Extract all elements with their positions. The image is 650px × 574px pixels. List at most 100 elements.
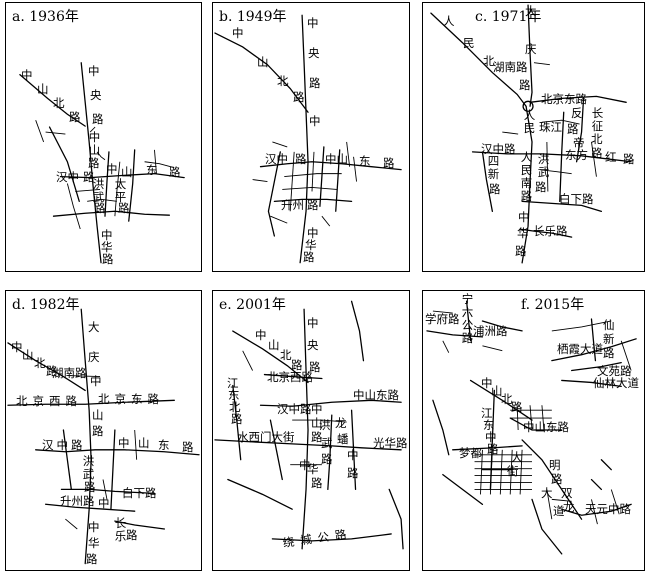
road-label: 洪武 bbox=[92, 177, 105, 204]
road-label: 山 bbox=[138, 436, 150, 450]
road-label: 山 bbox=[92, 408, 104, 422]
road-label: 北京东路 bbox=[98, 392, 164, 406]
road-label: 珠江 bbox=[539, 120, 562, 134]
road-label: 东 bbox=[359, 154, 371, 168]
map-panel-2015: f. 2015年 宁六公路 学府路 浦洲路 仙 新 路 栖霞大道 文苑路 仙林大… bbox=[422, 290, 645, 571]
road-label: 中 bbox=[347, 448, 359, 462]
road-label: 路 bbox=[489, 182, 501, 196]
road-label: 学府路 bbox=[425, 312, 460, 326]
road-label: 道 bbox=[553, 504, 565, 518]
road-label: 升州 bbox=[281, 198, 304, 212]
road-label: 中 bbox=[98, 496, 110, 510]
road-label: 文苑路 bbox=[597, 364, 632, 378]
road-label: 路 bbox=[347, 466, 359, 480]
road-network-1936 bbox=[19, 62, 185, 264]
road-label: 北 bbox=[34, 356, 46, 370]
road-label: 中 bbox=[485, 430, 497, 444]
road-label: 中 bbox=[311, 402, 323, 416]
road-label: 山 bbox=[268, 338, 280, 352]
road-label: 人民南路 bbox=[520, 150, 533, 203]
road-label: 中 bbox=[88, 520, 100, 534]
panel-title: e. 2001年 bbox=[219, 297, 286, 313]
road-label: 山 bbox=[121, 165, 133, 179]
road-label: 东 bbox=[158, 438, 170, 452]
road-label: 东 bbox=[483, 418, 495, 432]
road-label: 北 bbox=[591, 132, 603, 146]
road-label: 路 bbox=[309, 76, 321, 90]
road-label: 武 bbox=[321, 436, 333, 450]
road-label: 路 bbox=[46, 364, 58, 378]
panel-title: a. 1936年 bbox=[12, 9, 79, 25]
panel-title: b. 1949年 bbox=[219, 9, 287, 25]
road-label: 中山东路 bbox=[523, 420, 569, 434]
road-label: 华 bbox=[101, 240, 113, 254]
panel-title: c. 1971年 bbox=[475, 9, 542, 25]
road-label: 路 bbox=[83, 170, 95, 184]
road-label: 汉中 bbox=[265, 152, 288, 166]
road-label: 路 bbox=[515, 244, 527, 258]
road-label: 双 bbox=[561, 486, 573, 500]
road-label: 长征 bbox=[591, 106, 604, 133]
road-label: 栖霞大道 bbox=[557, 342, 603, 356]
road-label: 路 bbox=[295, 152, 307, 166]
road-label: 长乐路 bbox=[533, 224, 568, 238]
road-label: 中 bbox=[232, 26, 244, 40]
road-label: 路 bbox=[291, 358, 303, 372]
road-label: 华 bbox=[307, 462, 319, 476]
road-label: 人民 bbox=[523, 108, 536, 135]
road-label: 汉中 bbox=[56, 170, 79, 184]
road-label: 中山 bbox=[325, 152, 348, 166]
road-label: 蟠 bbox=[337, 432, 349, 446]
road-label: 华 bbox=[88, 536, 100, 550]
road-label: 北京西路 bbox=[267, 370, 313, 384]
road-label: 路 bbox=[84, 480, 96, 494]
road-label: 汉中路 bbox=[481, 142, 516, 156]
road-label: 路 bbox=[303, 250, 315, 264]
road-label: 中山 bbox=[88, 130, 101, 157]
road-label: 白下路 bbox=[122, 486, 157, 500]
road-label: 北 bbox=[229, 400, 241, 414]
road-label: 浦洲路 bbox=[473, 324, 508, 338]
road-label: 路 bbox=[118, 201, 130, 215]
panel-title: d. 1982年 bbox=[12, 297, 80, 313]
road-label: 中 bbox=[307, 316, 319, 330]
map-panel-1971: c. 1971年 人 民 北 大 庆 湖南路 路 北京东路 人民 反 帝 长征 … bbox=[422, 2, 645, 272]
road-label: 中 bbox=[255, 328, 267, 342]
road-label: 人 bbox=[443, 14, 455, 28]
road-label: 仙林大道 bbox=[593, 376, 639, 390]
road-label: 中 bbox=[118, 436, 130, 450]
road-label: 华 bbox=[305, 238, 317, 252]
road-label: 北 bbox=[280, 348, 292, 362]
road-label: 路 bbox=[102, 252, 114, 266]
road-network-1949 bbox=[214, 14, 402, 264]
road-label: 央 bbox=[90, 88, 102, 102]
road-label: 洪武 bbox=[537, 152, 550, 179]
road-label: 北 bbox=[501, 392, 513, 406]
road-label: 湖南路 bbox=[52, 366, 87, 380]
road-label: 中 bbox=[518, 210, 530, 224]
road-label: 华 bbox=[517, 226, 529, 240]
road-label: 北 bbox=[277, 74, 289, 88]
road-label: 天元中路 bbox=[585, 502, 631, 516]
road-label: 大 bbox=[525, 4, 537, 18]
road-label: 宁六公路 bbox=[461, 292, 474, 345]
road-label: 路 bbox=[321, 452, 333, 466]
road-label: 庆 bbox=[525, 42, 537, 56]
road-label: 中 bbox=[307, 226, 319, 240]
road-label: 中 bbox=[299, 458, 311, 472]
road-label: 路 bbox=[311, 476, 323, 490]
road-label: 北京西路 bbox=[16, 394, 82, 408]
road-network-2001 bbox=[214, 300, 404, 550]
road-label: 洪武 bbox=[82, 454, 95, 481]
road-label: 中 bbox=[481, 376, 493, 390]
road-label: 洪 bbox=[319, 418, 331, 432]
road-label: 帝 bbox=[573, 136, 585, 150]
road-label: 路 bbox=[169, 165, 181, 179]
road-label: 山 bbox=[257, 55, 269, 69]
road-label: 路 bbox=[92, 424, 104, 438]
road-label: 大 bbox=[541, 486, 553, 500]
road-label: 反 bbox=[571, 106, 583, 120]
road-label: 山 bbox=[311, 416, 323, 430]
road-label: 中 bbox=[88, 64, 100, 78]
road-label: 山 bbox=[22, 348, 34, 362]
